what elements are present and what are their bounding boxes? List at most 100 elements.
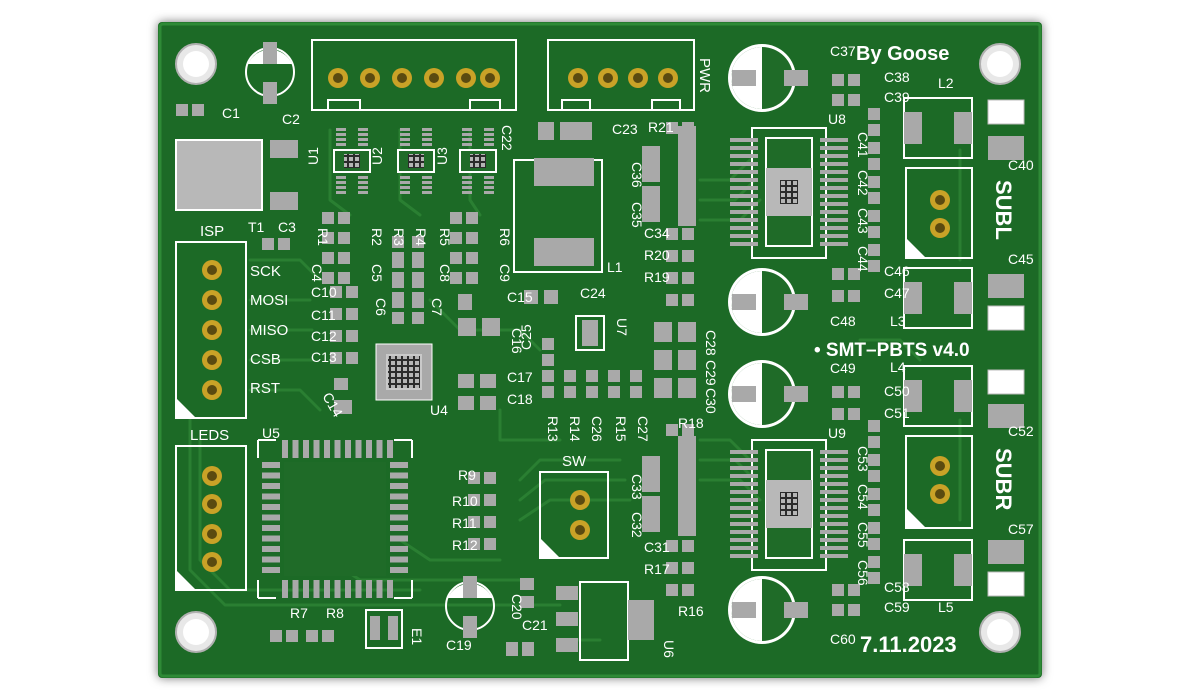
designator-u5: U5 <box>262 425 280 441</box>
subl-header-label: SUBL <box>991 180 1016 240</box>
designator-c40: C40 <box>1008 157 1034 173</box>
designator-c46: C46 <box>884 263 910 279</box>
designator-c21: C21 <box>522 617 548 633</box>
designator-c4: C4 <box>309 264 325 282</box>
designator-c50: C50 <box>884 383 910 399</box>
designator-u3: U3 <box>434 147 450 165</box>
smd-passive-pads <box>176 74 880 642</box>
designator-c7: C7 <box>429 298 445 316</box>
silkscreen-text: By Goose • SMT–PBTS v4.0 7.11.2023 ISP S… <box>190 43 1034 658</box>
designator-c19: C19 <box>446 637 472 653</box>
designator-c29: C29 <box>703 360 719 386</box>
designator-r14: R14 <box>567 416 583 442</box>
designator-t1: T1 <box>248 219 265 235</box>
designator-c10: C10 <box>311 284 337 300</box>
designator-r9: R9 <box>458 467 476 483</box>
designator-c24: C24 <box>580 285 606 301</box>
through-hole-pads <box>202 68 950 572</box>
subr-header-label: SUBR <box>991 448 1016 510</box>
sw-header-label: SW <box>562 453 587 470</box>
designator-c49: C49 <box>830 360 856 376</box>
designator-c53: C53 <box>855 446 871 472</box>
designator-c9: C9 <box>497 264 513 282</box>
designator-r1: R1 <box>315 228 331 246</box>
isp-pin-sck: SCK <box>250 263 281 280</box>
isp-pin-rst: RST <box>250 380 280 397</box>
designator-c35: C35 <box>629 202 645 228</box>
designator-c28: C28 <box>703 330 719 356</box>
designator-l2: L2 <box>938 75 954 91</box>
designator-c32: C32 <box>629 512 645 538</box>
board-date: 7.11.2023 <box>860 632 957 657</box>
designator-c57: C57 <box>1008 521 1034 537</box>
designator-l5: L5 <box>938 599 954 615</box>
designator-e1: E1 <box>409 628 425 645</box>
designator-c18: C18 <box>507 391 533 407</box>
mounting-holes <box>175 43 1021 653</box>
designator-c54: C54 <box>855 484 871 510</box>
designator-r18: R18 <box>678 415 704 431</box>
designator-r5: R5 <box>437 228 453 246</box>
designator-r3: R3 <box>391 228 407 246</box>
designator-c31: C31 <box>644 539 670 555</box>
designator-c22: C22 <box>499 125 515 151</box>
designator-c41: C41 <box>855 132 871 158</box>
designator-c8: C8 <box>437 264 453 282</box>
designator-r13: R13 <box>545 416 561 442</box>
isp-pin-csb: CSB <box>250 351 281 368</box>
designator-r19: R19 <box>644 269 670 285</box>
designator-u1: U1 <box>305 147 321 165</box>
designator-c36: C36 <box>629 162 645 188</box>
pwr-header-label: PWR <box>696 58 713 93</box>
designator-c11: C11 <box>311 307 336 323</box>
designator-c39: C39 <box>884 89 910 105</box>
designator-c15: C15 <box>507 289 533 305</box>
leds-header-label: LEDS <box>190 427 229 444</box>
isp-pin-miso: MISO <box>250 322 288 339</box>
designator-c12: C12 <box>311 328 337 344</box>
designator-c3: C3 <box>278 219 296 235</box>
designator-c37: C37 <box>830 43 856 59</box>
designator-c58: C58 <box>884 579 910 595</box>
electrolytic-capacitors <box>245 42 808 644</box>
designator-r12: R12 <box>452 537 478 553</box>
designator-c48: C48 <box>830 313 856 329</box>
smd-power-pads <box>175 99 1025 656</box>
designator-r16: R16 <box>678 603 704 619</box>
author-label: By Goose <box>856 43 949 65</box>
designator-c5: C5 <box>369 264 385 282</box>
board-title: • SMT–PBTS v4.0 <box>814 340 970 361</box>
designator-r15: R15 <box>613 416 629 442</box>
pin1-markers <box>176 238 926 590</box>
designator-c33: C33 <box>629 474 645 500</box>
designator-c27: C27 <box>635 416 651 442</box>
designator-u2: U2 <box>369 147 385 165</box>
integrated-circuits <box>262 128 848 598</box>
designator-r21: R21 <box>648 119 674 135</box>
designator-l3: L3 <box>890 313 906 329</box>
designator-u4: U4 <box>430 402 448 418</box>
designator-l1: L1 <box>607 259 623 275</box>
designator-c56: C56 <box>855 560 871 586</box>
designator-c42: C42 <box>855 170 871 196</box>
designator-c1: C1 <box>222 105 240 121</box>
designator-c13: C13 <box>311 349 337 365</box>
designator-c16: C16 <box>509 328 525 354</box>
designator-c23: C23 <box>612 121 638 137</box>
designator-c45: C45 <box>1008 251 1034 267</box>
designator-u8: U8 <box>828 111 846 127</box>
designator-r8: R8 <box>326 605 344 621</box>
designator-c6: C6 <box>373 298 389 316</box>
designator-r10: R10 <box>452 493 478 509</box>
designator-c26: C26 <box>589 416 605 442</box>
designator-c20: C20 <box>509 594 525 620</box>
designator-c38: C38 <box>884 69 910 85</box>
designator-r2: R2 <box>369 228 385 246</box>
designator-l4: L4 <box>890 359 906 375</box>
designator-c44: C44 <box>855 246 871 272</box>
designator-r6: R6 <box>497 228 513 246</box>
designator-c17: C17 <box>507 369 533 385</box>
designator-r4: R4 <box>413 228 429 246</box>
isp-pin-mosi: MOSI <box>250 292 288 309</box>
